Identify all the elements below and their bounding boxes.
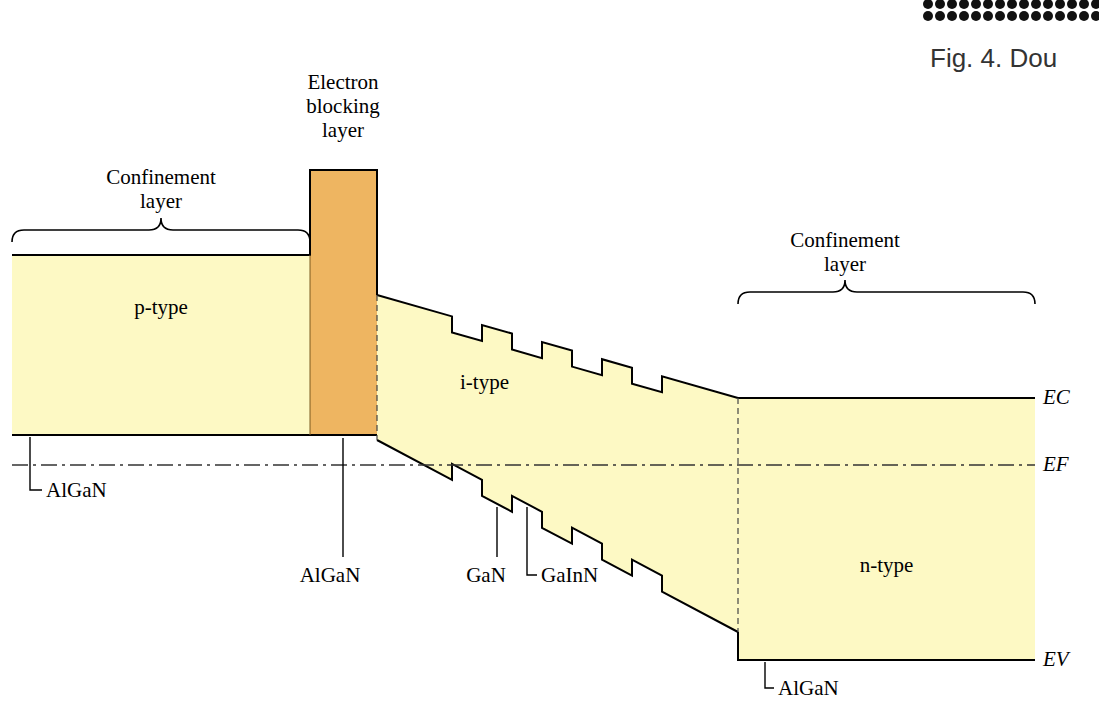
label-holder: EV [1043,647,1069,671]
label-holder: AlGaN [778,676,839,700]
label-holder: Fig. 4. Dou [930,44,1057,74]
label-holder: EF [1043,452,1069,476]
dot-row [922,0,1099,22]
n-region-band: n-type [738,398,1035,660]
p-band-fill [12,255,310,435]
valence-band-edge [738,632,1035,660]
label-holder: Electron blocking layer [298,70,388,142]
leader-line [527,507,537,575]
label-holder: Confinement layer [775,228,915,276]
material-label: GaN [456,563,516,587]
label-holder: GaN [456,563,516,587]
blocking-layer-fill [310,170,377,435]
leader-line [765,662,774,688]
conduction-band-edge [377,295,738,398]
label-holder: AlGaN [295,563,365,587]
label-holder: Confinement layer [91,165,231,213]
layer-label: Electron blocking layer [298,70,388,142]
label-holder: AlGaN [46,478,107,502]
p-region-band: p-type [12,255,310,435]
material-label: AlGaN [778,676,839,700]
energy-level-label: EC [1043,385,1070,409]
conduction-band-edge [738,397,1035,399]
region-label: i-type [460,370,509,394]
boundary-dash [376,295,377,440]
valence-band-edge [377,440,738,632]
blocking-layer-edge [310,255,311,435]
leader-line [342,438,343,557]
leader-line [30,437,42,490]
energy-level-label: EV [1043,647,1069,671]
layer-label: Confinement layer [91,165,231,213]
figure-caption-fragment: Fig. 4. Dou [930,44,1057,74]
region-label: n-type [860,553,914,577]
leader-line [496,507,497,557]
valence-band-edge [12,434,377,436]
energy-level-label: EF [1043,452,1069,476]
fermi-level-line [12,464,1035,466]
brace [738,280,1035,304]
boundary-dash [737,398,738,632]
label-holder: EC [1043,385,1070,409]
i-band-fill [377,295,738,632]
layer-label: Confinement layer [775,228,915,276]
region-label: p-type [134,295,188,319]
label-holder: GaInN [541,563,598,587]
n-band-fill [738,398,1035,660]
material-label: GaInN [541,563,598,587]
material-label: AlGaN [46,478,107,502]
material-label: AlGaN [295,563,365,587]
brace [12,218,310,242]
